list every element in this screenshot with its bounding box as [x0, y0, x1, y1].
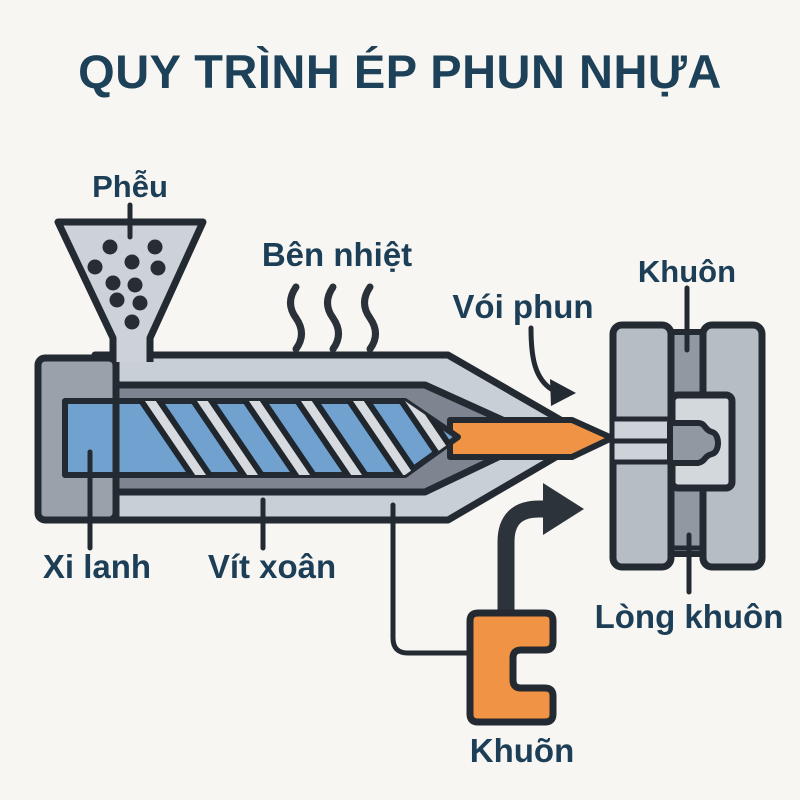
- part-leader-line: [390, 502, 481, 656]
- screw-flight-highlight: [143, 401, 208, 475]
- screw-flight-highlight: [247, 401, 312, 475]
- hopper-label: Phễu: [92, 169, 168, 204]
- screw-flight-highlight: [351, 401, 416, 475]
- heat-waves-icon: [287, 283, 379, 353]
- screw-flight-highlight: [195, 401, 260, 475]
- nozzle-pointer-line: [528, 325, 554, 392]
- screw-label: Vít xoân: [208, 548, 336, 585]
- barrel-label: Xi lanh: [43, 548, 151, 585]
- ejection-arrowhead-icon: [543, 483, 584, 535]
- molded-part-label: Khuõn: [470, 732, 574, 769]
- mold-label: Khuôn: [638, 254, 736, 289]
- ejection-arrow-stem: [497, 500, 545, 614]
- hopper-funnel: [58, 222, 203, 362]
- nozzle-arrowhead-icon: [550, 379, 576, 406]
- hopper-pellets: [87, 239, 166, 330]
- screw-flight-highlight: [299, 401, 364, 475]
- melt-stream: [447, 417, 615, 460]
- heater-zone-label: Bên nhiệt: [262, 236, 412, 273]
- mold-cavity-label: Lòng khuôn: [595, 598, 784, 635]
- molded-part: [466, 609, 557, 726]
- cavity-notch: [667, 420, 721, 466]
- page-title: QUY TRÌNH ÉP PHUN NHỰA: [78, 45, 722, 98]
- nozzle-label: Vói phun: [452, 288, 593, 325]
